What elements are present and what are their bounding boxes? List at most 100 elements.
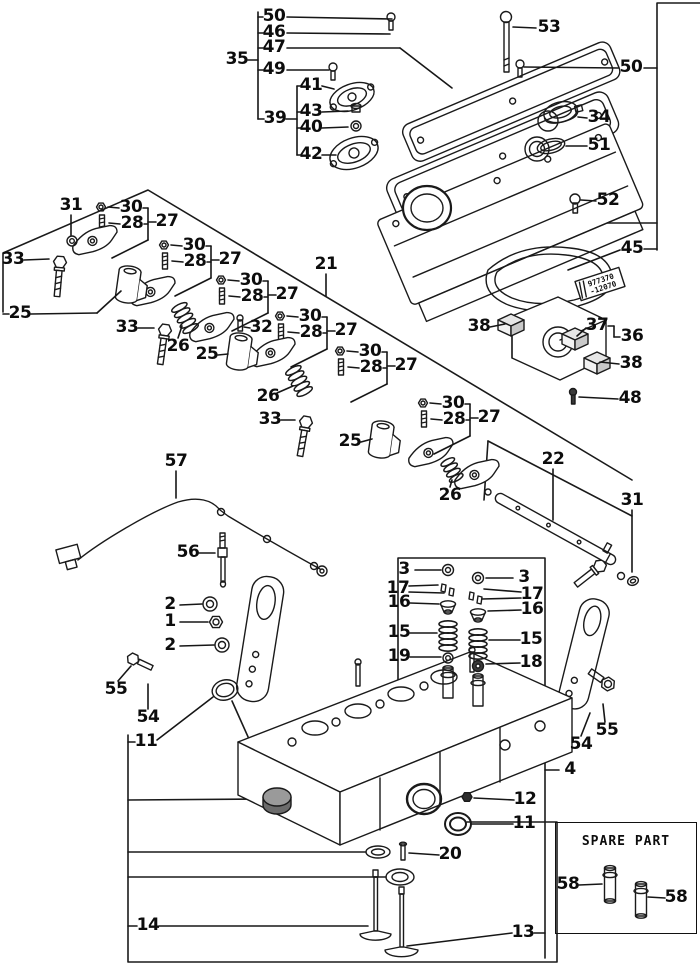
oil-cap-34 <box>543 100 584 124</box>
leader-line-38-19 <box>599 361 620 365</box>
leader-line-25-47 <box>217 353 229 356</box>
leader-line-26-51 <box>449 479 453 488</box>
washer-2b <box>214 637 230 653</box>
leader-line-13-62 <box>406 932 513 947</box>
leader-line-30-34 <box>286 315 299 318</box>
leader-line-58-80 <box>647 896 666 899</box>
screw-49 <box>328 62 338 81</box>
bolt-55-right <box>587 668 616 692</box>
leader-line-58-79 <box>578 883 603 886</box>
valve-spring-a <box>438 619 458 652</box>
leader-line-17-75 <box>483 588 522 593</box>
leader-line-30-40 <box>429 402 442 405</box>
glow-plug-56 <box>217 532 228 588</box>
collets-b <box>468 591 483 605</box>
leader-line-12-64 <box>473 797 515 801</box>
leader-line-55-68 <box>602 703 606 723</box>
shaft-group-line <box>487 440 633 517</box>
leader-line-27-33 <box>231 312 269 332</box>
leader-line-32-52 <box>243 326 251 329</box>
rocker-arms <box>72 224 500 490</box>
leader-line-27-42 <box>433 435 471 455</box>
page-corner-border <box>656 2 700 251</box>
breather-ring-40 <box>350 120 362 132</box>
leader-line-28-29 <box>171 260 184 263</box>
loose-cup-plug <box>211 679 239 701</box>
leader-line-2-55 <box>179 603 203 606</box>
leader-line-16-76 <box>487 609 522 612</box>
leader-line-25-48 <box>360 438 373 443</box>
leader-line-26-49 <box>177 325 183 339</box>
leader-line-17-75 <box>481 597 522 600</box>
leader-line-28-35 <box>287 331 300 334</box>
leader-line-41-6 <box>321 85 335 90</box>
dome-plug <box>262 787 292 815</box>
leader-line-30-28 <box>170 244 183 247</box>
valve-cap-b <box>471 571 485 585</box>
cover-screws <box>328 10 525 81</box>
leader-line-25-46 <box>30 312 98 315</box>
valve-guide-a <box>440 665 456 699</box>
leader-line-53-10 <box>512 26 537 29</box>
leader-line-47-2 <box>399 47 453 89</box>
screw-48 <box>568 387 578 405</box>
leader-line-28-26 <box>108 222 121 225</box>
valve-spring-b <box>468 627 488 660</box>
bolt-52 <box>569 193 581 214</box>
o-ring-31-right <box>626 575 640 587</box>
leader-line-28-41 <box>430 418 443 421</box>
leader-line-30-31 <box>227 279 240 282</box>
leader-line-18-78 <box>485 662 521 665</box>
spare-part-box: SPARE PART <box>555 822 697 934</box>
leader-line-30-25 <box>107 206 120 209</box>
plug-12 <box>461 792 473 802</box>
valve-cover-gasket-outer <box>401 41 621 162</box>
washer-2a <box>202 596 218 612</box>
leader-line-30-37 <box>346 350 359 353</box>
adjust-nuts-30 <box>95 202 429 408</box>
valve-seat-washer <box>365 845 391 859</box>
pin-20 <box>398 841 408 861</box>
valve-group-box <box>127 734 558 963</box>
pivot-bolts-33 <box>52 255 626 588</box>
collets-a <box>440 583 455 597</box>
breather-valve-43 <box>350 102 362 113</box>
leader-line-46-1 <box>286 32 391 35</box>
leader-line-52-14 <box>580 199 597 202</box>
leader-line-33-43 <box>23 258 50 261</box>
leader-line-43-7 <box>321 110 349 113</box>
part-number-decal: 977370 -12070 <box>574 266 626 302</box>
spring-seat-18 <box>471 659 485 673</box>
leader-line-50-0 <box>286 16 393 20</box>
leader-line-45-15 <box>567 249 621 271</box>
intake-throat <box>401 184 453 232</box>
rocker-pedestals-25 <box>114 265 401 459</box>
springs-26 <box>170 301 464 483</box>
leader-line-27-27 <box>111 239 149 259</box>
nut-1 <box>208 615 224 629</box>
leader-line-34-12 <box>577 116 588 119</box>
spare-guides-58 <box>602 864 649 919</box>
valve-cap-a <box>441 563 455 577</box>
leader-line-48-20 <box>578 396 619 400</box>
glow-harness-57 <box>55 498 328 577</box>
leader-line-17-70 <box>408 591 445 594</box>
leader-line-26-50 <box>276 385 294 394</box>
rubber-block-38-left <box>497 313 525 337</box>
leader-line-17-70 <box>408 584 439 587</box>
o-ring-31-left <box>66 235 78 247</box>
breather-parts <box>329 81 379 171</box>
valve-seat-ring <box>385 868 415 886</box>
cylinder-head-4 <box>237 646 573 846</box>
screw-50b <box>515 59 525 78</box>
bolt-55-left <box>126 652 154 671</box>
leader-line-2-57 <box>179 644 215 647</box>
o-ring-51 <box>536 137 566 155</box>
leader-line-25-46 <box>96 290 122 314</box>
leader-line-27-39 <box>350 383 388 403</box>
screw-50a <box>386 12 396 31</box>
leader-line-27-30 <box>174 277 212 297</box>
